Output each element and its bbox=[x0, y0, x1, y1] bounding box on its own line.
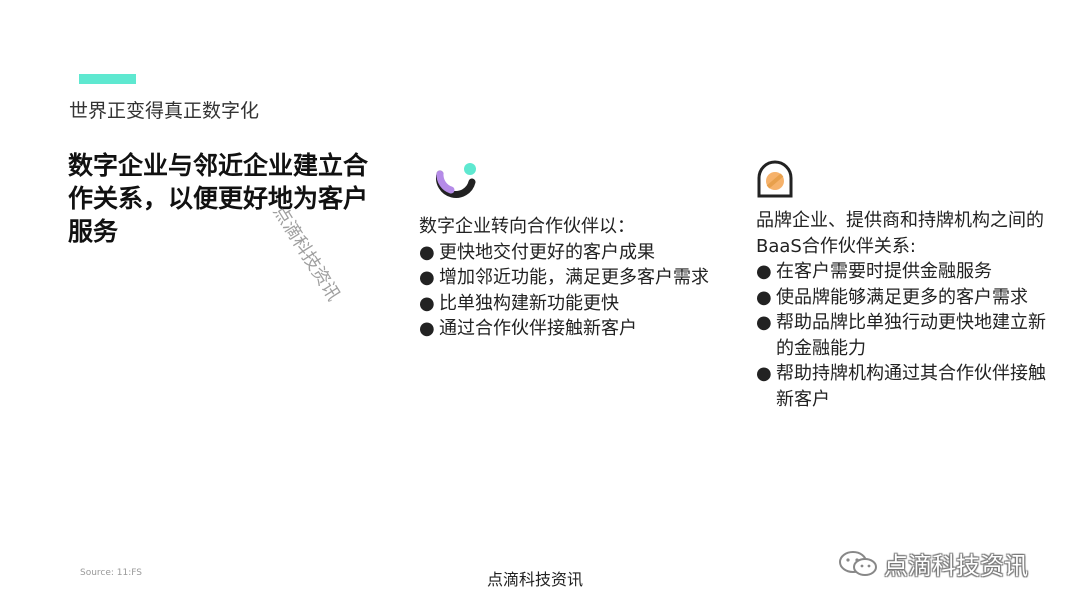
list-item: 通过合作伙伴接触新客户 bbox=[419, 316, 719, 342]
column-intro: 数字企业转向合作伙伴以： bbox=[419, 216, 635, 237]
slide-headline: 数字企业与邻近企业建立合作关系，以便更好地为客户服务 bbox=[68, 151, 369, 246]
list-item: 比单独构建新功能更快 bbox=[419, 291, 719, 317]
arch-circle-icon bbox=[757, 160, 793, 198]
wechat-icon bbox=[839, 550, 877, 576]
source-note: Source: 11:FS bbox=[80, 568, 143, 578]
accent-bar bbox=[79, 74, 136, 84]
wechat-account-name: 点滴科技资讯 bbox=[884, 552, 1028, 580]
list-item: 帮助品牌比单独行动更快地建立新的金融能力 bbox=[756, 310, 1046, 361]
bullet-list: 在客户需要时提供金融服务 使品牌能够满足更多的客户需求 帮助品牌比单独行动更快地… bbox=[756, 259, 1046, 412]
list-item: 增加邻近功能，满足更多客户需求 bbox=[419, 265, 719, 291]
list-item: 在客户需要时提供金融服务 bbox=[756, 259, 1046, 285]
list-item: 更快地交付更好的客户成果 bbox=[419, 240, 719, 266]
wechat-watermark: 点滴科技资讯 bbox=[838, 546, 1028, 581]
list-item: 使品牌能够满足更多的客户需求 bbox=[756, 285, 1046, 311]
slide-kicker: 世界正变得真正数字化 bbox=[69, 100, 260, 122]
column-baas-partnerships: 品牌企业、提供商和持牌机构之间的BaaS合作伙伴关系: 在客户需要时提供金融服务… bbox=[756, 208, 1046, 412]
u-shape-icon bbox=[436, 163, 476, 198]
column-intro: 品牌企业、提供商和持牌机构之间的BaaS合作伙伴关系: bbox=[756, 210, 1044, 257]
footer-brand: 点滴科技资讯 bbox=[487, 570, 584, 589]
column-digital-businesses: 数字企业转向合作伙伴以： 更快地交付更好的客户成果 增加邻近功能，满足更多客户需… bbox=[419, 214, 719, 342]
list-item: 帮助持牌机构通过其合作伙伴接触新客户 bbox=[756, 361, 1046, 412]
bullet-list: 更快地交付更好的客户成果 增加邻近功能，满足更多客户需求 比单独构建新功能更快 … bbox=[419, 240, 719, 342]
